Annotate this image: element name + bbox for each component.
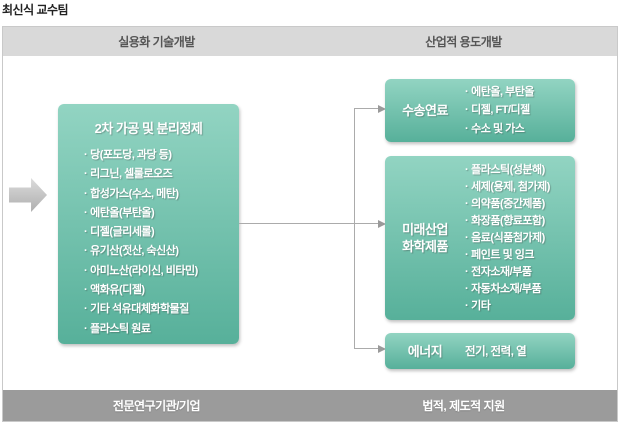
bullet-icon: · bbox=[465, 163, 469, 176]
list-item: ·합성가스(수소, 메탄) bbox=[84, 185, 239, 204]
process-box-title: 2차 가공 및 분리정제 bbox=[94, 121, 203, 136]
list-item: ·디젤, FT/디젤 bbox=[465, 101, 575, 120]
bullet-icon: · bbox=[465, 197, 469, 210]
list-item: ·수소 및 가스 bbox=[465, 120, 575, 139]
bullet-icon: · bbox=[465, 265, 469, 278]
bullet-icon: · bbox=[465, 231, 469, 244]
bullet-icon: · bbox=[465, 248, 469, 261]
header-left-label: 실용화 기술개발 bbox=[118, 35, 195, 49]
list-item-label: 유기산(젓산, 숙신산) bbox=[90, 245, 179, 258]
list-item: ·전자소재/부품 bbox=[465, 264, 575, 281]
list-item: ·음료(식품첨가제) bbox=[465, 230, 575, 247]
list-item-label: 에탄올(부탄올) bbox=[90, 206, 155, 219]
list-item-label: 의약품(중간제품) bbox=[471, 197, 545, 210]
transport-fuel-box: 수송연료 ·에탄올, 부탄올 ·디젤, FT/디젤 ·수소 및 가스 bbox=[385, 79, 575, 142]
bullet-icon: · bbox=[465, 104, 469, 117]
connector-branch-top bbox=[354, 108, 380, 109]
list-item-label: 세제(용제, 첨가제) bbox=[471, 180, 550, 193]
list-item: ·의약품(중간제품) bbox=[465, 196, 575, 213]
bullet-icon: · bbox=[465, 282, 469, 295]
bullet-icon: · bbox=[84, 168, 88, 181]
connector-branch-bottom bbox=[354, 348, 380, 349]
footer-left-label: 전문연구기관/기업 bbox=[112, 399, 201, 413]
connector-vertical bbox=[354, 108, 355, 349]
list-item-label: 디젤, FT/디젤 bbox=[471, 104, 530, 117]
arrowhead-icon bbox=[378, 345, 386, 353]
bullet-icon: · bbox=[84, 303, 88, 316]
transport-item-list: ·에탄올, 부탄올 ·디젤, FT/디젤 ·수소 및 가스 bbox=[465, 83, 575, 139]
diagram-canvas: 2차 가공 및 분리정제 ·당(포도당, 과당 등) ·리그닌, 셀룰로오즈 ·… bbox=[3, 56, 617, 390]
future-industry-label: 미래산업 화학제품 bbox=[385, 221, 465, 255]
future-industry-label-line2: 화학제품 bbox=[402, 239, 448, 254]
list-item-label: 음료(식품첨가제) bbox=[471, 231, 545, 244]
list-item: ·에탄올, 부탄올 bbox=[465, 83, 575, 102]
list-item: ·플라스틱(성분해) bbox=[465, 162, 575, 179]
list-item: ·기타 석유대체화학물질 bbox=[84, 300, 239, 319]
list-item-label: 플라스틱 원료 bbox=[90, 322, 151, 335]
list-item: ·디젤(글리세롤) bbox=[84, 223, 239, 242]
list-item-label: 기타 석유대체화학물질 bbox=[90, 303, 189, 316]
list-item: ·페인트 및 잉크 bbox=[465, 247, 575, 264]
list-item: ·액화유(디젤) bbox=[84, 281, 239, 300]
list-item-label: 플라스틱(성분해) bbox=[471, 163, 545, 176]
bullet-icon: · bbox=[465, 299, 469, 312]
bullet-icon: · bbox=[84, 245, 88, 258]
arrowhead-icon bbox=[378, 105, 386, 113]
list-item-label: 리그닌, 셀룰로오즈 bbox=[90, 168, 173, 181]
bullet-icon: · bbox=[465, 122, 469, 135]
diagram-frame: 실용화 기술개발 산업적 용도개발 2차 가공 및 분리정제 ·당(포도당, 과… bbox=[2, 26, 618, 422]
bullet-icon: · bbox=[84, 206, 88, 219]
list-item-label: 자동차소재/부품 bbox=[471, 282, 542, 295]
list-item: ·플라스틱 원료 bbox=[84, 320, 239, 339]
energy-box: 에너지 전기, 전력, 열 bbox=[385, 333, 575, 369]
future-item-list: ·플라스틱(성분해) ·세제(용제, 첨가제) ·의약품(중간제품) ·화장품(… bbox=[465, 162, 575, 315]
list-item-label: 화장품(향료포함) bbox=[471, 214, 545, 227]
bullet-icon: · bbox=[465, 85, 469, 98]
list-item-label: 액화유(디젤) bbox=[90, 284, 145, 297]
list-item: ·에탄올(부탄올) bbox=[84, 204, 239, 223]
list-item: ·자동차소재/부품 bbox=[465, 281, 575, 298]
bullet-icon: · bbox=[84, 264, 88, 277]
process-box: 2차 가공 및 분리정제 ·당(포도당, 과당 등) ·리그닌, 셀룰로오즈 ·… bbox=[58, 104, 239, 344]
bullet-icon: · bbox=[465, 180, 469, 193]
transport-fuel-label: 수송연료 bbox=[402, 103, 448, 118]
input-arrow-icon bbox=[9, 178, 47, 212]
list-item: ·세제(용제, 첨가제) bbox=[465, 179, 575, 196]
footer-right-label: 법적, 제도적 지원 bbox=[422, 399, 505, 413]
list-item: ·유기산(젓산, 숙신산) bbox=[84, 242, 239, 261]
bullet-icon: · bbox=[84, 284, 88, 297]
bullet-icon: · bbox=[84, 149, 88, 161]
footer-bar: 전문연구기관/기업 법적, 제도적 지원 bbox=[3, 390, 617, 421]
bullet-icon: · bbox=[84, 226, 88, 239]
header-right-label: 산업적 용도개발 bbox=[425, 35, 502, 49]
energy-text: 전기, 전력, 열 bbox=[465, 346, 527, 358]
bullet-icon: · bbox=[465, 214, 469, 227]
list-item-label: 아미노산(라이신, 비타민) bbox=[90, 264, 198, 277]
list-item-label: 전자소재/부품 bbox=[471, 265, 532, 278]
list-item: ·리그닌, 셀룰로오즈 bbox=[84, 165, 239, 184]
arrowhead-icon bbox=[378, 220, 386, 228]
future-industry-box: 미래산업 화학제품 ·플라스틱(성분해) ·세제(용제, 첨가제) ·의약품(중… bbox=[385, 156, 575, 320]
page-title: 최신식 교수팀 bbox=[2, 3, 69, 17]
list-item-label: 기타 bbox=[471, 299, 491, 312]
header-bar: 실용화 기술개발 산업적 용도개발 bbox=[3, 27, 617, 56]
list-item-label: 디젤(글리세롤) bbox=[90, 226, 155, 239]
future-industry-label-line1: 미래산업 bbox=[402, 222, 448, 237]
list-item: ·아미노산(라이신, 비타민) bbox=[84, 262, 239, 281]
list-item: ·화장품(향료포함) bbox=[465, 213, 575, 230]
energy-label: 에너지 bbox=[407, 343, 443, 359]
bullet-icon: · bbox=[84, 322, 88, 335]
list-item: ·기타 bbox=[465, 298, 575, 315]
bullet-icon: · bbox=[84, 187, 88, 200]
process-item-list: ·당(포도당, 과당 등) ·리그닌, 셀룰로오즈 ·합성가스(수소, 메탄) … bbox=[58, 146, 239, 339]
list-item-label: 수소 및 가스 bbox=[471, 122, 525, 135]
list-item-label: 당(포도당, 과당 등) bbox=[90, 149, 172, 161]
list-item-label: 에탄올, 부탄올 bbox=[471, 85, 535, 98]
list-item: ·당(포도당, 과당 등) bbox=[84, 146, 239, 165]
list-item-label: 페인트 및 잉크 bbox=[471, 248, 535, 261]
list-item-label: 합성가스(수소, 메탄) bbox=[90, 187, 179, 200]
connector-main bbox=[239, 223, 380, 224]
